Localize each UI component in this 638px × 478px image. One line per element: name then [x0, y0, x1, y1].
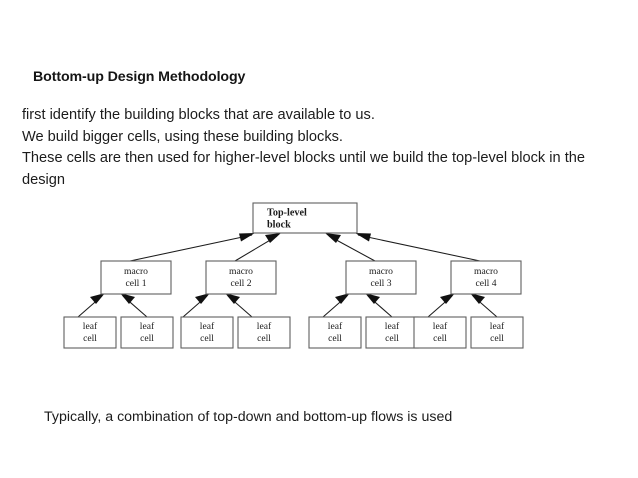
node-macro-cell-2-label-line1: macro — [229, 266, 253, 277]
node-leaf-cell-2-label-line1: leaf — [140, 321, 155, 332]
body-line-2: We build bigger cells, using these build… — [22, 128, 343, 145]
arrowhead-leaf4-to-macro2 — [225, 293, 240, 304]
node-leaf-cell-1-label-line1: leaf — [83, 321, 98, 332]
node-macro-cell-3-label-line1: macro — [369, 266, 393, 277]
node-leaf-cell-4-label-line1: leaf — [257, 321, 272, 332]
arrowhead-macro1-to-top — [239, 233, 255, 242]
node-leaf-cell-5-box — [308, 316, 362, 349]
arrowhead-macro4-to-top — [355, 233, 371, 242]
node-leaf-cell-3-label-line1: leaf — [200, 321, 215, 332]
node-macro-cell-3[interactable]: macro cell 3 — [345, 260, 417, 295]
node-leaf-cell-6-label-line2: cell — [385, 333, 399, 344]
body-line-1: first identify the building blocks that … — [22, 107, 375, 123]
node-leaf-cell-2-label-line2: cell — [140, 333, 154, 344]
arrowhead-leaf8-to-macro4 — [470, 293, 485, 304]
node-macro-cell-1-box — [100, 260, 172, 295]
node-leaf-cell-6[interactable]: leaf cell — [365, 316, 419, 349]
node-macro-cell-4-label-line1: macro — [474, 266, 498, 277]
node-leaf-cell-1[interactable]: leaf cell — [63, 316, 117, 349]
node-leaf-cell-2-box — [120, 316, 174, 349]
node-leaf-cell-2[interactable]: leaf cell — [120, 316, 174, 349]
node-leaf-cell-5-label-line1: leaf — [328, 321, 343, 332]
node-macro-cell-1-label-line1: macro — [124, 266, 148, 277]
page-title: Bottom-up Design Methodology — [33, 69, 246, 85]
node-top-level-block[interactable]: Top-level block — [252, 202, 358, 234]
node-leaf-cell-4-label-line2: cell — [257, 333, 271, 344]
node-macro-cell-1-label-line2: cell 1 — [125, 278, 146, 289]
node-macro-cell-4-box — [450, 260, 522, 295]
node-leaf-cell-3-label-line2: cell — [200, 333, 214, 344]
node-leaf-cell-3-box — [180, 316, 234, 349]
arrowhead-leaf6-to-macro3 — [365, 293, 380, 304]
edge-group-leaf-to-macro — [77, 293, 498, 318]
arrowhead-macro3-to-top — [325, 233, 341, 243]
node-leaf-cell-3[interactable]: leaf cell — [180, 316, 234, 349]
arrowhead-leaf5-to-macro3 — [335, 293, 350, 304]
node-leaf-cell-8-label-line2: cell — [490, 333, 504, 344]
node-leaf-cell-7-box — [413, 316, 467, 349]
node-leaf-cell-5[interactable]: leaf cell — [308, 316, 362, 349]
node-top-level-block-label-line2: block — [267, 219, 291, 230]
arrowhead-leaf3-to-macro2 — [195, 293, 210, 304]
edge-macro4-to-top — [357, 234, 481, 262]
node-leaf-cell-6-box — [365, 316, 419, 349]
node-leaf-cell-4-box — [237, 316, 291, 349]
node-macro-cell-4-label-line2: cell 4 — [475, 278, 496, 289]
node-macro-cell-2-box — [205, 260, 277, 295]
node-leaf-cell-7-label-line1: leaf — [433, 321, 448, 332]
node-macro-cell-2-label-line2: cell 2 — [230, 278, 251, 289]
node-leaf-cell-7[interactable]: leaf cell — [413, 316, 467, 349]
arrowhead-leaf1-to-macro1 — [90, 293, 105, 304]
node-macro-cell-2[interactable]: macro cell 2 — [205, 260, 277, 295]
node-macro-cell-1[interactable]: macro cell 1 — [100, 260, 172, 295]
arrowhead-macro2-to-top — [265, 233, 281, 243]
node-top-level-block-label-line1: Top-level — [267, 207, 307, 218]
node-leaf-cell-8-box — [470, 316, 524, 349]
node-leaf-cell-5-label-line2: cell — [328, 333, 342, 344]
node-leaf-cell-8-label-line1: leaf — [490, 321, 505, 332]
body-paragraph: first identify the building blocks that … — [22, 105, 622, 191]
bottom-note: Typically, a combination of top-down and… — [44, 409, 453, 425]
edge-macro1-to-top — [129, 234, 253, 262]
body-line-3: These cells are then used for higher-lev… — [22, 150, 585, 188]
edge-group-macro-to-top — [129, 233, 481, 262]
hierarchy-diagram: Top-level block macro cell 1 macro cell … — [55, 195, 555, 360]
node-leaf-cell-4[interactable]: leaf cell — [237, 316, 291, 349]
arrowhead-leaf7-to-macro4 — [440, 293, 455, 304]
node-leaf-cell-1-label-line2: cell — [83, 333, 97, 344]
node-top-level-block-box — [252, 202, 358, 234]
node-leaf-cell-6-label-line1: leaf — [385, 321, 400, 332]
node-leaf-cell-1-box — [63, 316, 117, 349]
node-macro-cell-3-label-line2: cell 3 — [370, 278, 391, 289]
node-macro-cell-3-box — [345, 260, 417, 295]
node-leaf-cell-8[interactable]: leaf cell — [470, 316, 524, 349]
arrowhead-leaf2-to-macro1 — [120, 293, 135, 304]
node-leaf-cell-7-label-line2: cell — [433, 333, 447, 344]
node-macro-cell-4[interactable]: macro cell 4 — [450, 260, 522, 295]
